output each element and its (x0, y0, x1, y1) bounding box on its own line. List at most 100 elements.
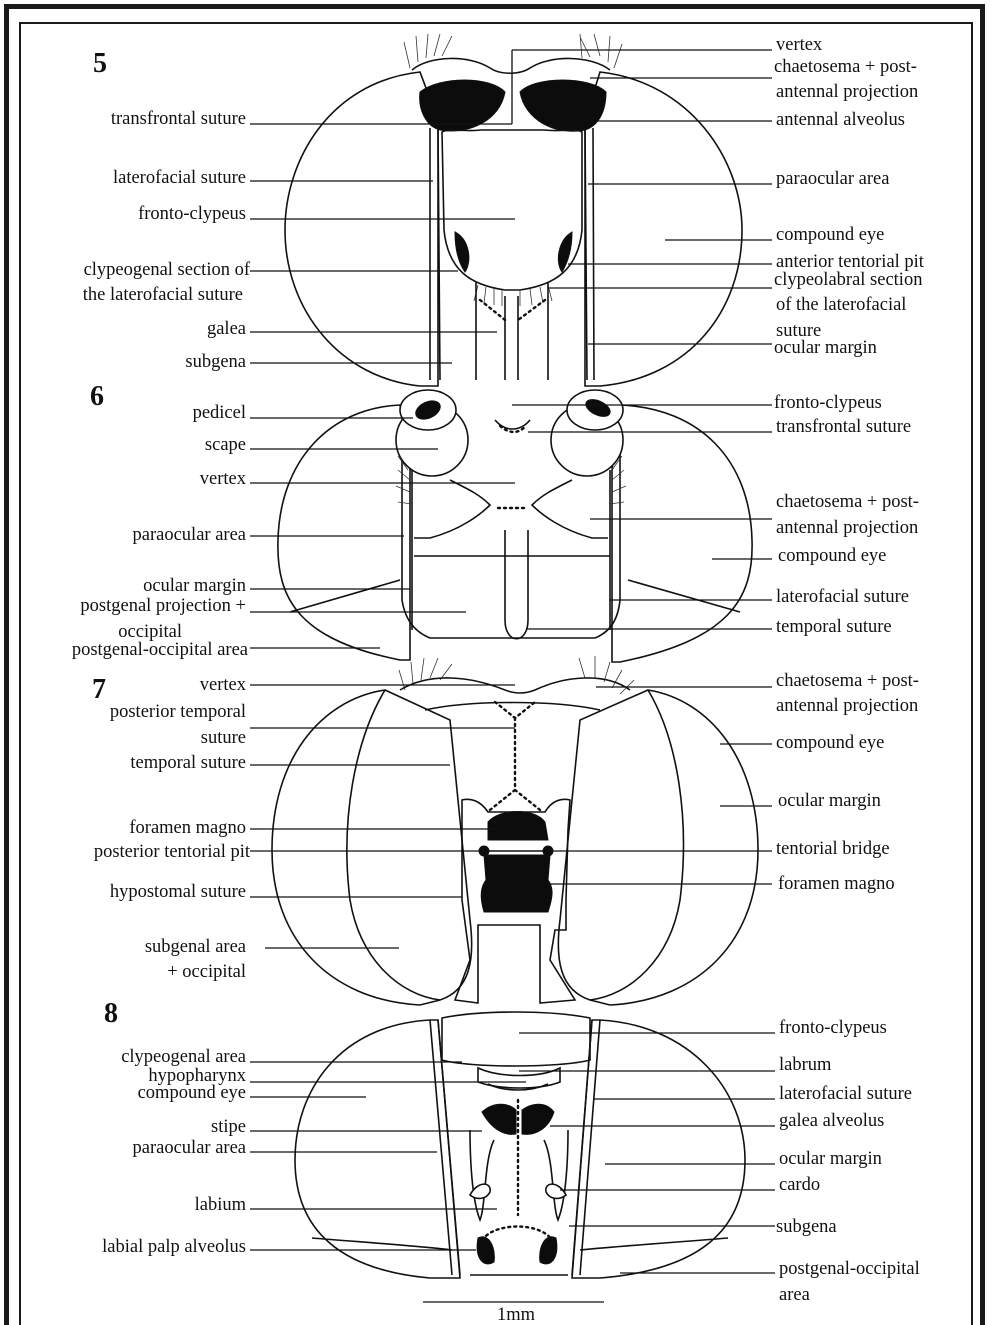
label-compound-eye: compound eye (778, 546, 886, 566)
label-clypeogenal-area: clypeogenal area (121, 1047, 246, 1067)
antennal-alveolus-right (520, 80, 606, 131)
laterofacial-sutures (412, 470, 610, 630)
temporal-suture-dots (490, 702, 540, 810)
label-postgenal-occipital-1: postgenal-occipital (779, 1259, 920, 1279)
label-stipe: stipe (211, 1117, 246, 1137)
postgenal-lines (290, 580, 740, 612)
label-labium: labium (195, 1195, 247, 1215)
compound-eye-left (285, 72, 438, 386)
label-transfrontal-suture: transfrontal suture (776, 417, 911, 437)
label-ocular-margin: ocular margin (779, 1149, 882, 1169)
label-clypeogenal-section-2: the laterofacial suture (83, 285, 243, 305)
label-chaetosema-1: chaetosema + post- (776, 671, 919, 691)
foramen-magno-upper (488, 812, 548, 841)
label-pedicel: pedicel (193, 403, 246, 423)
compound-eye-right (585, 72, 742, 386)
label-subgenal-area-1: subgenal area (145, 937, 246, 957)
labels-figure-8: clypeogenal area hypopharynx compound ey… (102, 1018, 920, 1325)
label-tentorial-bridge: tentorial bridge (776, 839, 890, 859)
label-subgena: subgena (776, 1217, 837, 1237)
labial-palp-alveolus-right (540, 1237, 557, 1264)
label-scape: scape (205, 435, 246, 455)
labels-figure-6: pedicel scape vertex paraocular area ocu… (72, 393, 919, 660)
label-posterior-temporal-2: suture (201, 728, 246, 748)
chaetosema-right (532, 480, 608, 538)
postgenal-lines (312, 1238, 728, 1250)
label-vertex: vertex (776, 35, 823, 55)
galea-alveolus-right (522, 1104, 554, 1134)
label-clypeolabral-1: clypeolabral section (774, 270, 922, 290)
figure-6: 6 (90, 381, 752, 662)
figure-number-6: 6 (90, 381, 104, 412)
galea-alveolus-left (482, 1104, 516, 1134)
label-paraocular-area: paraocular area (133, 1138, 246, 1158)
label-fronto-clypeus: fronto-clypeus (138, 204, 246, 224)
cardo-right (546, 1184, 566, 1198)
label-antennal-alveolus: antennal alveolus (776, 110, 905, 130)
label-labial-palp-alveolus: labial palp alveolus (102, 1237, 246, 1257)
label-occipital: occipital (118, 622, 182, 642)
label-ocular-margin: ocular margin (778, 791, 881, 811)
compound-eye-left (278, 405, 410, 660)
figure-number-5: 5 (93, 48, 107, 79)
fronto-clypeus (442, 1012, 590, 1066)
label-postgenal-occipital-area: postgenal-occipital area (72, 640, 248, 660)
label-chaetosema-2: antennal projection (776, 82, 918, 102)
compound-eye-right (612, 405, 752, 662)
label-subgenal-area-2: + occipital (167, 962, 246, 982)
posterior-tentorial-pit-left (479, 846, 489, 856)
label-fronto-clypeus: fronto-clypeus (779, 1018, 887, 1038)
labial-palp-alveolus-left (477, 1237, 494, 1264)
antennal-alveolus-left (420, 80, 505, 131)
label-posterior-tentorial-pit: posterior tentorial pit (94, 842, 251, 862)
figure-number-8: 8 (104, 998, 118, 1029)
label-compound-eye: compound eye (776, 733, 884, 753)
label-galea: galea (207, 319, 246, 339)
label-paraocular-area: paraocular area (776, 169, 889, 189)
label-compound-eye: compound eye (776, 225, 884, 245)
compound-eye-left (272, 690, 472, 1005)
ocular-margin-right (590, 690, 683, 1000)
label-ocular-margin: ocular margin (774, 338, 877, 358)
label-postgenal-projection: postgenal projection + (80, 596, 246, 616)
label-chaetosema-1: chaetosema + post- (774, 57, 917, 77)
label-galea-alveolus: galea alveolus (779, 1111, 884, 1131)
label-clypeogenal-section-1: clypeogenal section of (84, 260, 251, 280)
stipe-left (470, 1130, 494, 1220)
label-laterofacial-suture: laterofacial suture (776, 587, 909, 607)
label-vertex: vertex (200, 469, 247, 489)
label-chaetosema-2: antennal projection (776, 696, 918, 716)
label-posterior-temporal-1: posterior temporal (110, 702, 246, 722)
chaetosema-hairs (404, 34, 622, 68)
label-subgena: subgena (185, 352, 246, 372)
laterofacial-sutures (430, 1020, 600, 1275)
foramen-magno-lower (481, 855, 552, 912)
stipe-right (544, 1130, 568, 1220)
label-vertex: vertex (200, 675, 247, 695)
figure-number-7: 7 (92, 674, 106, 705)
galea-outline (476, 282, 548, 380)
label-foramen-magno: foramen magno (129, 818, 246, 838)
scale-bar-label: 1mm (497, 1305, 536, 1325)
label-postgenal-occipital-2: area (779, 1285, 810, 1305)
label-hypostomal-suture: hypostomal suture (110, 882, 246, 902)
clypeolabral-dots (480, 300, 545, 320)
vertex-outline (412, 58, 610, 73)
label-transfrontal-suture: transfrontal suture (111, 109, 246, 129)
label-laterofacial-suture: laterofacial suture (113, 168, 246, 188)
chaetosema-left (414, 480, 490, 538)
hypopharynx (488, 1084, 548, 1090)
label-labrum: labrum (779, 1055, 832, 1075)
label-ocular-margin: ocular margin (143, 576, 246, 596)
label-compound-eye: compound eye (138, 1083, 246, 1103)
label-clypeolabral-2: of the laterofacial (776, 295, 906, 315)
label-anterior-tentorial-pit: anterior tentorial pit (776, 252, 925, 272)
label-chaetosema-2: antennal projection (776, 518, 918, 538)
label-cardo: cardo (779, 1175, 820, 1195)
label-paraocular-area: paraocular area (133, 525, 246, 545)
label-fronto-clypeus: fronto-clypeus (774, 393, 882, 413)
chaetosema-hairs (399, 656, 634, 694)
ocular-margin-left (347, 690, 440, 1000)
label-laterofacial-suture: laterofacial suture (779, 1084, 912, 1104)
